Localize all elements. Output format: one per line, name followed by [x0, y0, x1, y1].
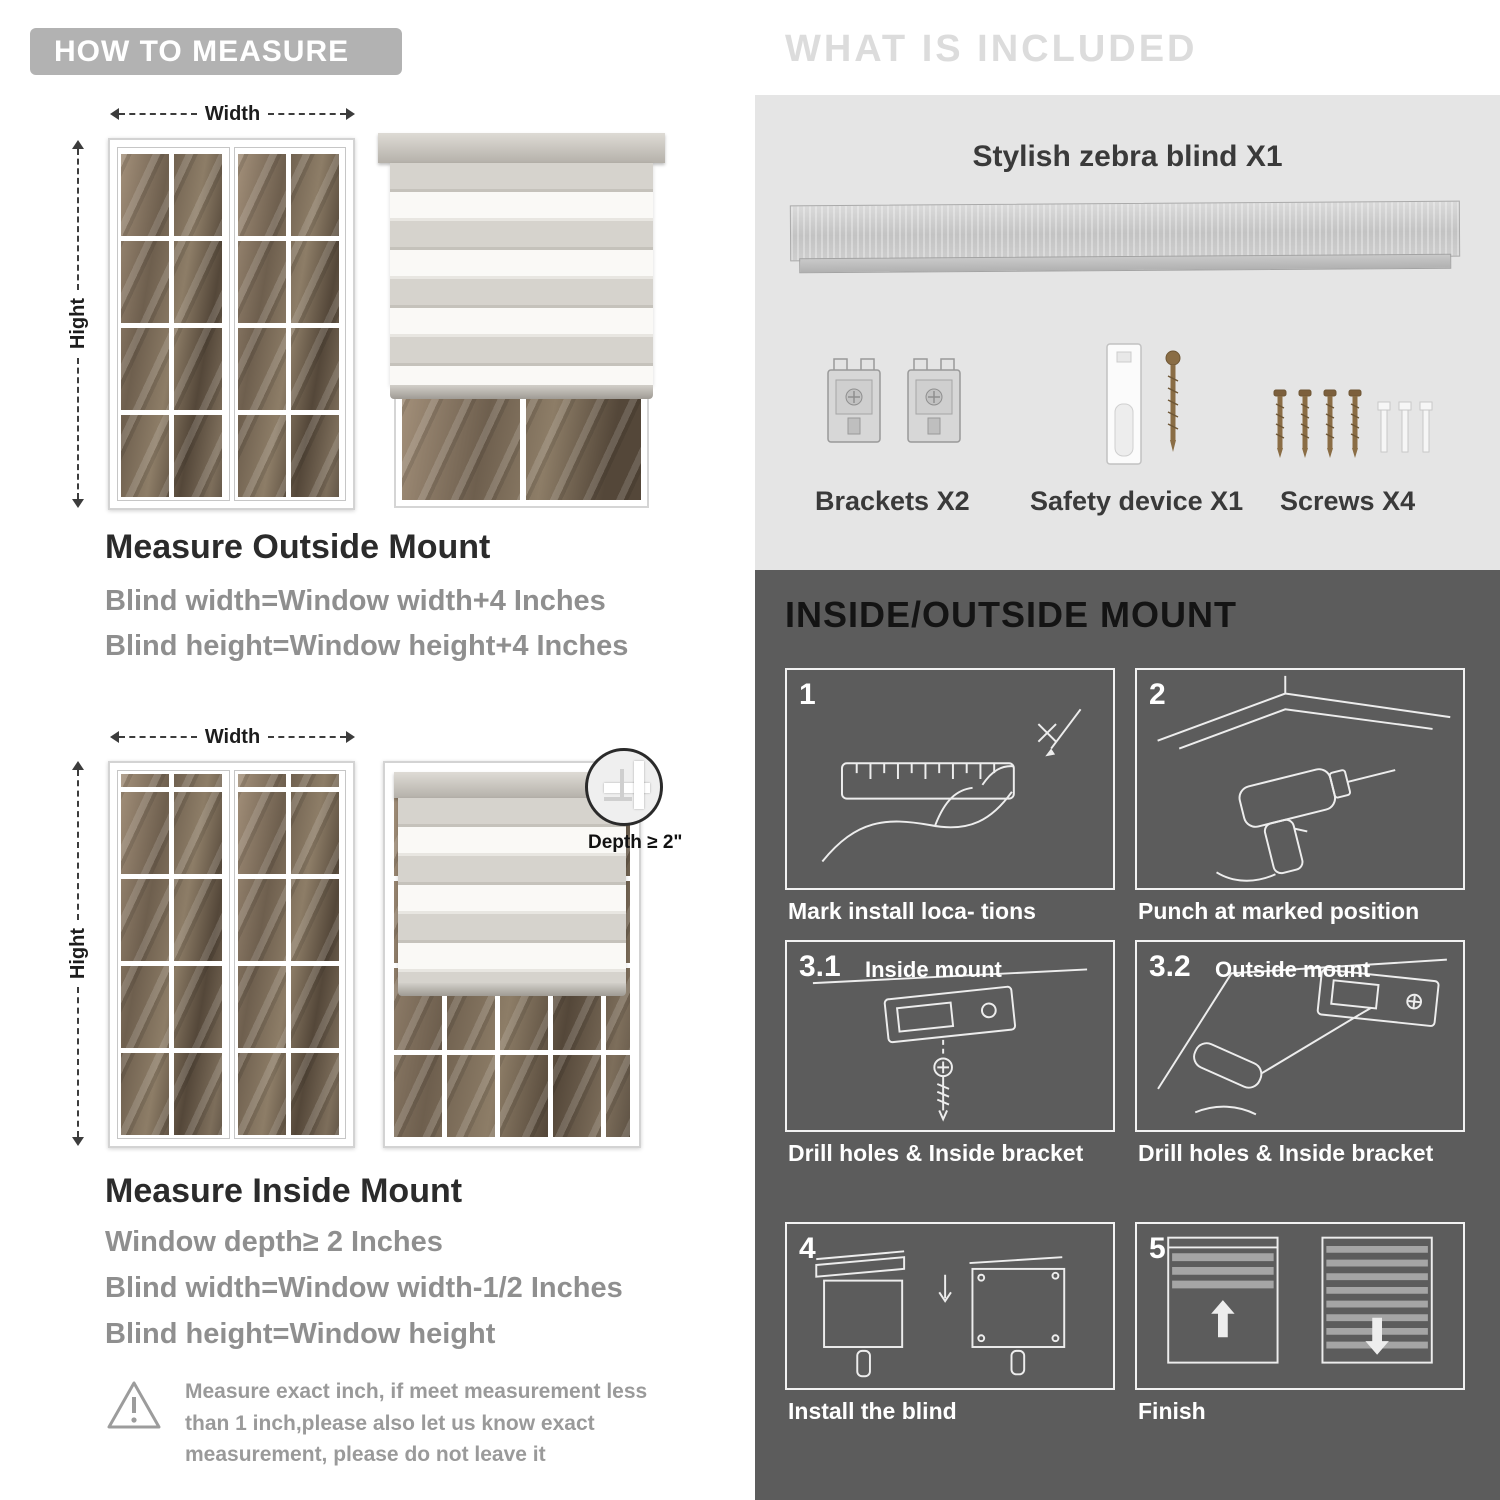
outside-mount-line2: Blind height=Window height+4 Inches — [105, 630, 629, 662]
blind-fabric-stripes — [398, 798, 626, 983]
corner-detail — [604, 783, 650, 793]
brackets-label: Brackets X2 — [815, 486, 970, 516]
zebra-blind-outside-figure — [378, 133, 665, 508]
measure-note: Measure exact inch, if meet measurement … — [185, 1380, 648, 1466]
bracket-icon — [907, 358, 961, 443]
width-arrow-inside: Width — [110, 726, 356, 748]
height-label: Hight — [66, 298, 89, 350]
blind-bottom-rail — [398, 983, 626, 996]
what-is-included-title: WHAT IS INCLUDED — [785, 28, 1198, 70]
mount-title: INSIDE/OUTSIDE MOUNT — [785, 594, 1238, 635]
arrow-line — [77, 987, 79, 1137]
product-name: Stylish zebra blind X1 — [972, 140, 1283, 173]
outside-mount-line1: Blind width=Window width+4 Inches — [105, 585, 606, 617]
arrow-line — [77, 149, 79, 291]
window-sash — [233, 770, 346, 1139]
window-sash — [117, 147, 230, 501]
finish-art — [1167, 1236, 1433, 1364]
window-panes — [121, 774, 226, 1135]
depth-detail-callout — [585, 748, 663, 826]
brackets-image — [822, 352, 966, 447]
step-3-2-panel: 3.2 Outside mount — [1135, 940, 1465, 1132]
blind-fabric-stripes — [390, 163, 653, 385]
height-label: Hight — [66, 927, 89, 980]
window-photo-outside — [108, 138, 355, 510]
arrow-head-up — [72, 140, 84, 149]
arrow-head-left — [110, 731, 119, 743]
step-5-caption: Finish — [1138, 1398, 1206, 1424]
warning-icon — [107, 1381, 161, 1429]
step-3-1-panel: 3.1 Inside mount — [785, 940, 1115, 1132]
width-label: Width — [204, 102, 261, 125]
step-4-caption: Install the blind — [788, 1398, 957, 1424]
step-3-1-caption: Drill holes & Inside bracket — [788, 1140, 1084, 1166]
step-number: 3.2 — [1149, 950, 1191, 983]
drill-art — [1157, 675, 1451, 882]
arrow-head-up — [72, 761, 84, 770]
window-panes — [237, 151, 342, 497]
window-panes — [121, 151, 226, 497]
blind-bottom-rail — [390, 385, 653, 399]
inside-mount-line2: Blind width=Window width-1/2 Inches — [105, 1272, 623, 1304]
blind-headrail-image — [789, 200, 1461, 262]
inside-mount-line3: Blind height=Window height — [105, 1318, 496, 1350]
arrow-line — [77, 770, 79, 920]
bracket-icon — [827, 358, 881, 443]
inside-mount-heading: Measure Inside Mount — [105, 1172, 463, 1210]
window-panes — [237, 774, 342, 1135]
inside-bracket-art — [812, 968, 1088, 1122]
mark-locations-art — [821, 708, 1082, 863]
corner-detail — [620, 769, 624, 797]
outside-bracket-art — [1157, 958, 1447, 1116]
arrow-line — [119, 113, 197, 115]
depth-label: Depth ≥ 2" — [588, 832, 683, 853]
step-number: 5 — [1149, 1232, 1166, 1265]
step-number: 3.1 — [799, 950, 841, 983]
step-1-panel: 1 — [785, 668, 1115, 890]
step-number: 2 — [1149, 678, 1166, 711]
corner-detail — [604, 797, 632, 801]
step-number: 4 — [799, 1232, 816, 1265]
window-sash — [117, 770, 230, 1139]
height-arrow-inside: Hight — [67, 761, 89, 1146]
step-sub-label: Inside mount — [865, 957, 1002, 982]
install-blind-art — [815, 1250, 1066, 1378]
arrow-line — [268, 736, 347, 738]
how-to-measure-title: HOW TO MEASURE — [30, 28, 402, 75]
width-arrow-outside: Width — [110, 103, 356, 125]
inside-mount-line1: Window depth≥ 2 Inches — [105, 1226, 443, 1258]
height-arrow-outside: Hight — [67, 140, 89, 508]
window-photo-inside — [108, 761, 355, 1148]
step-4-panel: 4 — [785, 1222, 1115, 1390]
arrow-head-left — [110, 108, 119, 120]
width-label: Width — [204, 725, 261, 748]
outside-mount-heading: Measure Outside Mount — [105, 528, 491, 566]
safety-device-icon — [1106, 343, 1181, 465]
arrow-head-right — [346, 108, 356, 120]
included-panel — [755, 95, 1500, 570]
screws-label: Screws X4 — [1280, 486, 1416, 516]
blind-valance — [378, 133, 665, 163]
step-3-2-caption: Drill holes & Inside bracket — [1138, 1140, 1434, 1166]
arrow-head-right — [346, 731, 356, 743]
safety-device-label: Safety device X1 — [1030, 486, 1244, 516]
corner-detail — [634, 761, 644, 809]
window-below-blind — [394, 383, 649, 508]
step-2-panel: 2 — [1135, 668, 1465, 890]
window-panes — [402, 391, 641, 500]
step-2-caption: Punch at marked position — [1138, 898, 1420, 924]
step-number: 1 — [799, 678, 816, 711]
window-sash — [233, 147, 346, 501]
step-sub-label: Outside mount — [1215, 957, 1371, 982]
arrow-line — [268, 113, 347, 115]
step-5-panel: 5 — [1135, 1222, 1465, 1390]
arrow-head-down — [72, 499, 84, 508]
screws-icon — [1273, 389, 1433, 458]
arrow-line — [77, 357, 79, 499]
step-1-caption: Mark install loca- tions — [788, 898, 1036, 924]
arrow-line — [119, 736, 197, 738]
arrow-head-down — [72, 1137, 84, 1146]
